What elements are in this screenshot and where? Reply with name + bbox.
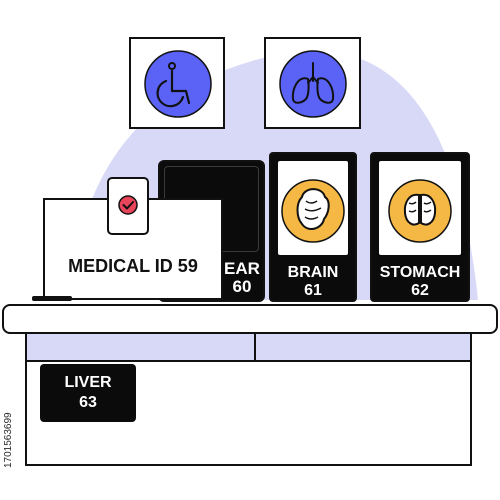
stock-id-watermark: 1701563699 [3,412,14,468]
wheelchair-icon [144,50,212,118]
ear-tag-name: EAR [224,259,260,278]
lungs-frame [264,37,361,129]
counter-top [2,304,498,334]
ear-tag: EAR 60 [220,260,264,296]
brain-screen [278,161,348,255]
medical-id-text: MEDICAL ID 59 [68,256,198,276]
counter-drawer-strip [27,334,470,362]
drawer-divider [254,334,256,362]
liver-tag-number: 63 [79,394,97,411]
brain-icon [281,179,345,243]
stomach-label-number: 62 [411,282,429,299]
brain-label: BRAIN 61 [271,264,355,300]
liver-tag: LIVER 63 [40,364,136,422]
lungs-icon [279,50,347,118]
stomach-icon [388,179,452,243]
ear-tag-number: 60 [232,277,252,296]
heart-check-icon [118,195,138,215]
liver-tag-name: LIVER [64,374,112,391]
brain-display: BRAIN 61 [269,152,357,302]
wheelchair-frame [129,37,225,129]
stomach-screen [379,161,461,255]
stomach-label-name: STOMACH [379,264,461,281]
stomach-display: STOMACH 62 [370,152,470,302]
brain-label-number: 61 [304,282,322,299]
card-stand-left [32,296,72,301]
stomach-label: STOMACH 62 [372,264,468,300]
id-badge [107,177,149,235]
medical-id-card: MEDICAL ID 59 [43,198,223,300]
brain-label-name: BRAIN [287,264,339,281]
